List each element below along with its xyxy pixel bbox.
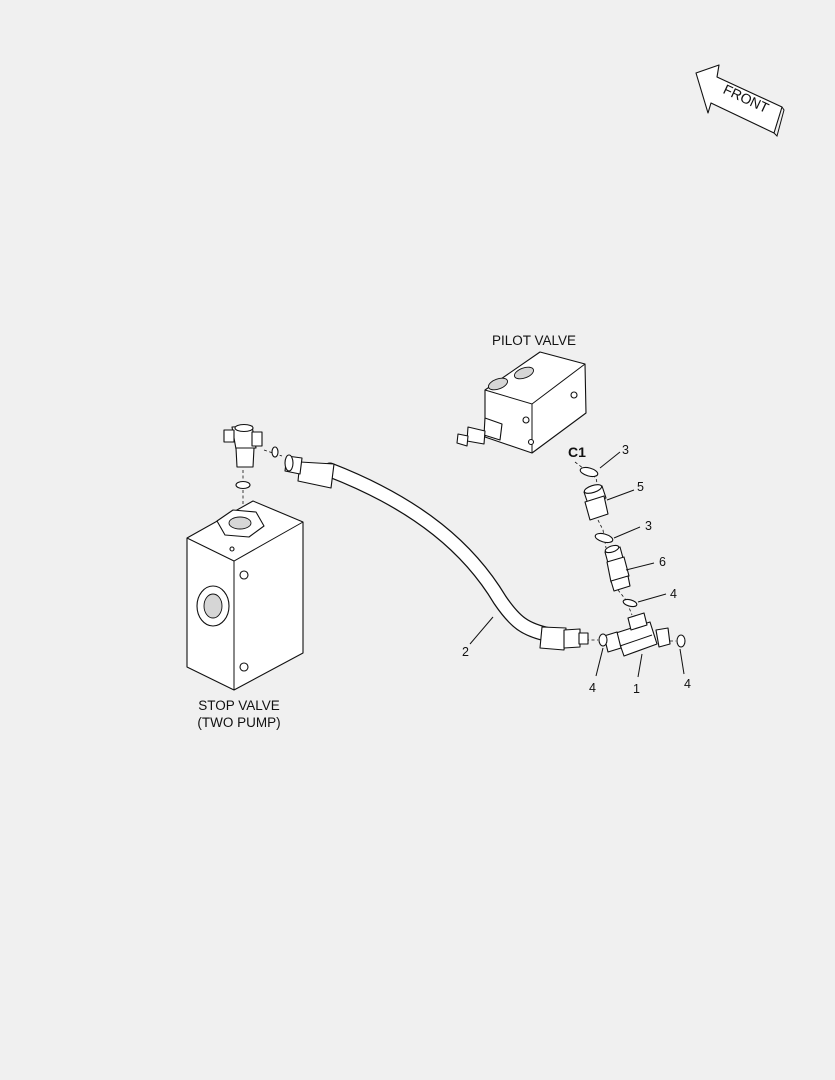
front-arrow-icon: FRONT	[695, 64, 785, 137]
o-ring-4-left	[598, 633, 608, 647]
leader-line	[613, 526, 641, 539]
callout-4-right: 4	[684, 677, 691, 691]
port-label-c1: C1	[568, 444, 586, 460]
callout-5: 5	[637, 480, 644, 494]
pilot-valve	[456, 351, 587, 454]
leader-line	[606, 489, 635, 501]
tee-fitting-1	[603, 612, 671, 657]
hose-2	[284, 454, 589, 651]
adapter-6	[604, 544, 631, 592]
leader-line	[625, 562, 655, 571]
o-ring-3-upper	[579, 466, 599, 478]
leader-line	[469, 616, 494, 645]
callout-2: 2	[462, 645, 469, 659]
elbow-fitting-stop-valve	[223, 423, 263, 468]
stop-valve-label-line2: (TWO PUMP)	[197, 715, 280, 730]
leader-line	[679, 648, 685, 675]
pilot-valve-label: PILOT VALVE	[492, 333, 576, 348]
leader-line	[637, 653, 643, 678]
o-ring-3-lower	[594, 532, 614, 544]
callout-4-right-upper: 4	[670, 587, 677, 601]
callout-3-lower: 3	[645, 519, 652, 533]
callout-4-left: 4	[589, 681, 596, 695]
stop-valve	[186, 500, 304, 691]
callout-3-upper: 3	[622, 443, 629, 457]
o-ring-stop-valve	[235, 480, 251, 490]
o-ring-elbow	[271, 446, 279, 458]
callout-6: 6	[659, 555, 666, 569]
leader-line	[637, 593, 667, 603]
o-ring-4-right	[676, 634, 686, 648]
leader-line	[599, 451, 621, 469]
o-ring-4-right-upper	[622, 598, 638, 608]
stop-valve-label-line1: STOP VALVE	[198, 698, 280, 713]
leader-line	[595, 647, 604, 677]
callout-1: 1	[633, 682, 640, 696]
adapter-5	[583, 484, 609, 521]
